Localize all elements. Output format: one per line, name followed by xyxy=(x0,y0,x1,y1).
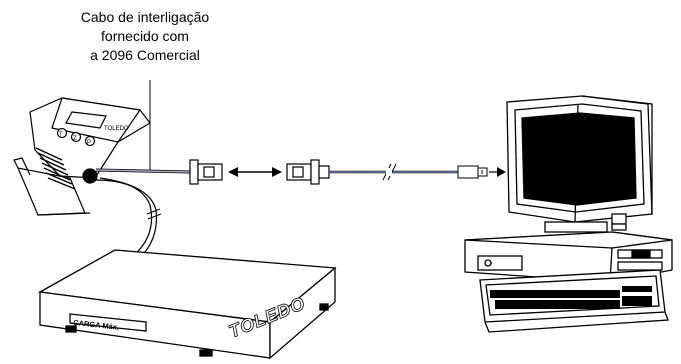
cable-caption: Cabo de interligação fornecido com a 209… xyxy=(40,8,250,65)
svg-text:TOLEDO: TOLEDO xyxy=(104,126,129,132)
usb-cable xyxy=(329,163,458,181)
cable-icon xyxy=(95,168,191,174)
db9-connector-female-icon xyxy=(286,159,330,185)
svg-text:P: P xyxy=(87,140,91,146)
desktop-computer-icon xyxy=(464,95,673,333)
weighing-indicator-icon: TOLEDO T Z P xyxy=(13,97,151,216)
usb-plug-icon xyxy=(457,165,488,179)
caption-line-3: a 2096 Comercial xyxy=(90,47,200,63)
scale-platform-icon: CARGA Máx. TOLEDO xyxy=(37,249,337,360)
double-arrow-icon xyxy=(228,167,282,177)
svg-text:T: T xyxy=(59,132,63,138)
db9-connector-icon xyxy=(189,159,223,185)
svg-text:Z: Z xyxy=(73,136,77,142)
caption-line-2: fornecido com xyxy=(101,28,189,44)
caption-line-1: Cabo de interligação xyxy=(80,9,210,25)
